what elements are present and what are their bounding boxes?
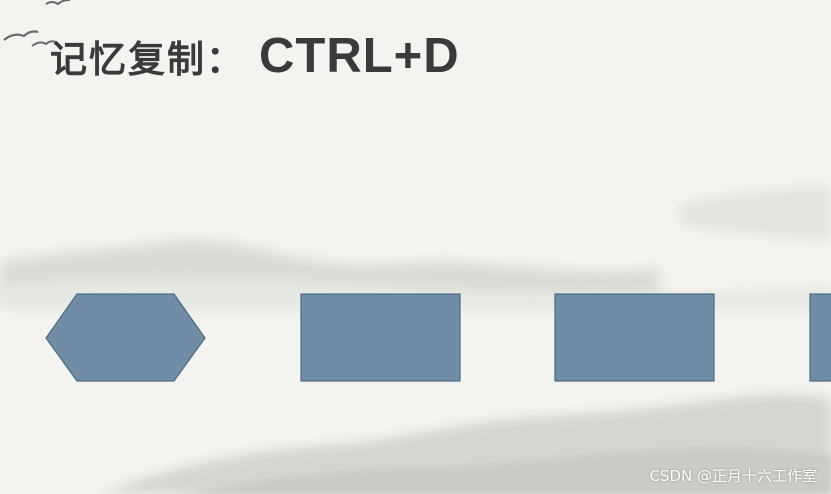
slide-title: 记忆复制： CTRL+D	[50, 28, 460, 84]
bird-icon	[4, 32, 38, 41]
csdn-watermark: CSDN @正月十六工作室	[649, 465, 817, 486]
shortcut-key-label: CTRL+D	[259, 28, 460, 84]
slide-title-label: 记忆复制：	[50, 29, 245, 83]
bird-icon	[46, 0, 70, 4]
